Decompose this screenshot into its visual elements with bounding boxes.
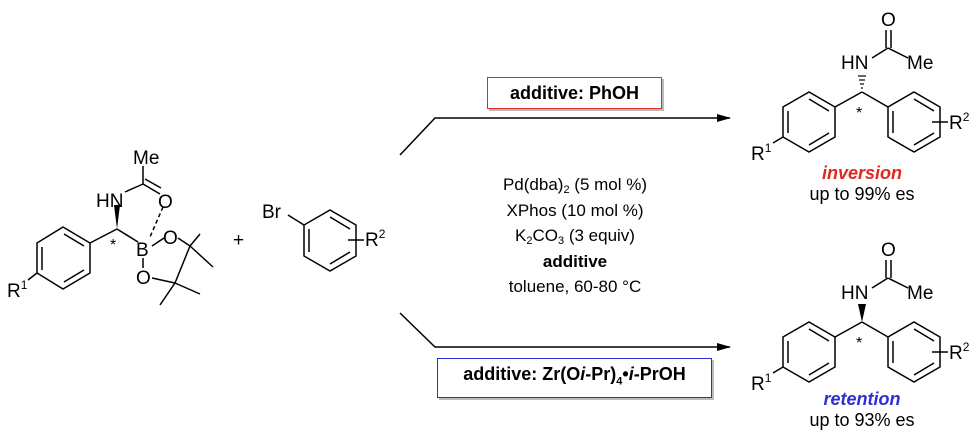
- substituent-r1: R1: [751, 371, 772, 395]
- atom-o: O: [163, 228, 178, 249]
- atom-o: O: [881, 10, 896, 31]
- substituent-r2: R2: [365, 227, 386, 251]
- atom-nh: HN: [96, 191, 123, 212]
- atom-me: Me: [907, 53, 933, 74]
- additive-label: additive: [542, 251, 608, 271]
- stereocenter-star: *: [110, 237, 116, 254]
- outcome-label: inversion: [821, 163, 903, 183]
- substituent-r2: R2: [949, 340, 970, 364]
- outcome-label: retention: [823, 389, 901, 409]
- atom-nh: HN: [841, 53, 868, 74]
- arrow-inversion: [399, 114, 731, 156]
- stereocenter-star: *: [856, 105, 862, 122]
- base: K2CO3 (3 equiv): [515, 226, 635, 247]
- substituent-r1: R1: [751, 141, 772, 165]
- result-inversion: inversion up to 99% es: [772, 163, 952, 205]
- result-retention: retention up to 93% es: [772, 389, 952, 431]
- es-value: up to 99% es: [809, 184, 915, 204]
- catalyst: Pd(dba)2 (5 mol %): [502, 175, 648, 196]
- atom-o: O: [136, 268, 151, 289]
- plus-sign: +: [233, 230, 244, 251]
- atom-me: Me: [907, 283, 933, 304]
- reactant-aryl-bromide: Br R2: [262, 202, 386, 272]
- reaction-conditions: Pd(dba)2 (5 mol %) XPhos (10 mol %) K2CO…: [440, 172, 710, 300]
- substituent-r2: R2: [949, 110, 970, 134]
- arrow-retention: [399, 312, 731, 351]
- solvent-temperature: toluene, 60-80 °C: [508, 277, 642, 296]
- stereocenter-star: *: [856, 335, 862, 352]
- atom-nh: HN: [841, 283, 868, 304]
- atom-br: Br: [262, 202, 282, 223]
- atom-b: B: [136, 240, 149, 261]
- substituent-r1: R1: [7, 278, 28, 302]
- atom-o-carbonyl: O: [158, 192, 173, 213]
- additive-phoh-box: additive: PhOH: [487, 77, 662, 109]
- reactant-boronate: Me HN O B O O * R1: [7, 148, 214, 306]
- product-inversion: O HN Me * R1 R2: [751, 10, 970, 165]
- product-retention: O HN Me * R1 R2: [751, 240, 970, 395]
- atom-me: Me: [133, 148, 159, 169]
- ligand: XPhos (10 mol %): [506, 200, 644, 220]
- additive-zr-box: additive: Zr(Oi-Pr)4•i-PrOH: [437, 358, 712, 398]
- atom-o: O: [881, 240, 896, 261]
- es-value: up to 93% es: [809, 410, 915, 430]
